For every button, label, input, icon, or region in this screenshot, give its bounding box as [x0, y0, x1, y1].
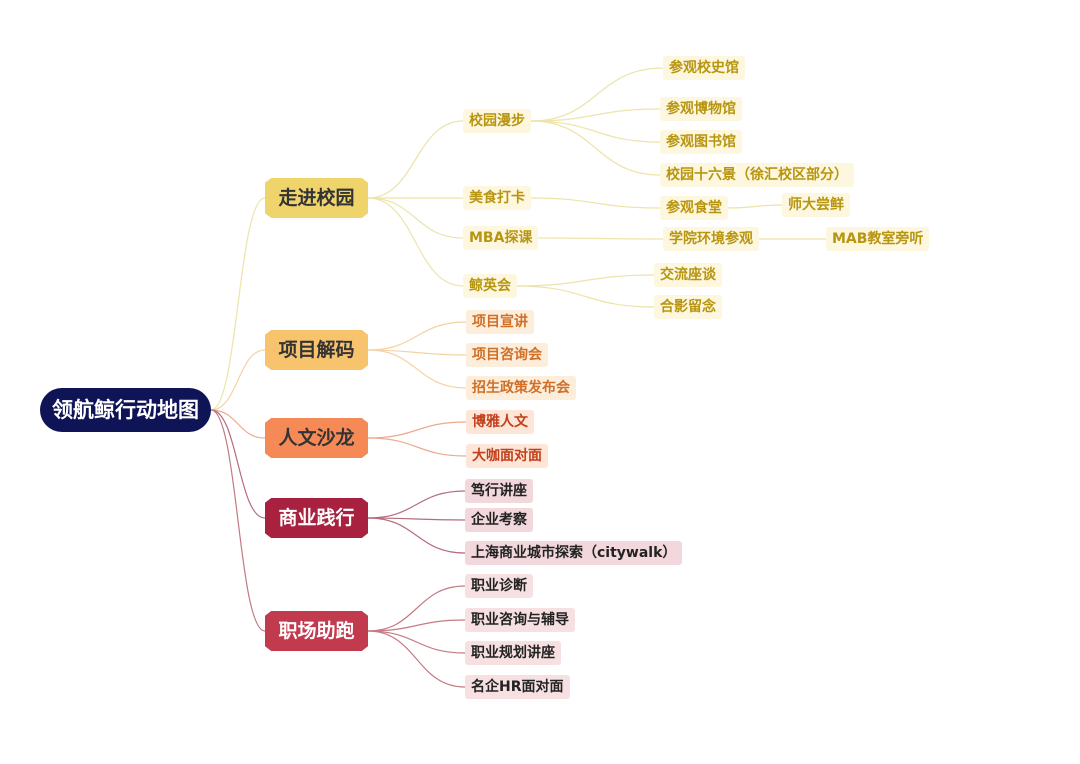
connector-line: [210, 197, 266, 411]
leaf-taste[interactable]: 师大尝鲜: [782, 193, 850, 217]
leaf-library[interactable]: 参观图书馆: [660, 130, 742, 154]
connector-line: [367, 321, 467, 351]
node-food[interactable]: 美食打卡: [463, 186, 531, 210]
leaf-discussion[interactable]: 交流座谈: [654, 263, 722, 287]
leaf-citywalk[interactable]: 上海商业城市探索（citywalk）: [465, 541, 683, 565]
connector-line: [516, 274, 655, 287]
connector-line: [367, 630, 466, 688]
node-mba-class[interactable]: MBA探课: [463, 226, 539, 250]
root-node[interactable]: 领航鲸行动地图: [40, 388, 211, 432]
connector-line: [367, 421, 467, 439]
connector-line: [367, 630, 466, 654]
leaf-program-talk[interactable]: 项目宣讲: [466, 310, 534, 334]
leaf-classroom-audit[interactable]: MAB教室旁听: [826, 227, 930, 251]
node-whale-meeting[interactable]: 鲸英会: [463, 274, 517, 298]
leaf-school-tour[interactable]: 学院环境参观: [663, 227, 759, 251]
connector-line: [530, 67, 664, 122]
leaf-program-consult[interactable]: 项目咨询会: [466, 343, 548, 367]
branch-program[interactable]: 项目解码: [265, 330, 368, 370]
connector-line: [210, 349, 266, 411]
leaf-sixteen-views[interactable]: 校园十六景（徐汇校区部分）: [660, 163, 854, 187]
branch-career[interactable]: 职场助跑: [265, 611, 368, 651]
branch-humanities[interactable]: 人文沙龙: [265, 418, 368, 458]
connector-line: [367, 197, 464, 287]
connector-line: [530, 197, 661, 209]
connector-line: [367, 349, 467, 356]
leaf-admission-policy[interactable]: 招生政策发布会: [466, 376, 576, 400]
connector-line: [530, 120, 661, 143]
connector-line: [210, 409, 266, 439]
leaf-career-diagnosis[interactable]: 职业诊断: [465, 574, 533, 598]
connector-line: [367, 517, 466, 521]
leaf-career-planning[interactable]: 职业规划讲座: [465, 641, 561, 665]
leaf-lecture[interactable]: 笃行讲座: [465, 479, 533, 503]
branch-campus[interactable]: 走进校园: [265, 178, 368, 218]
leaf-celebrity-talk[interactable]: 大咖面对面: [466, 444, 548, 468]
leaf-hr-meeting[interactable]: 名企HR面对面: [465, 675, 570, 699]
node-campus-walk[interactable]: 校园漫步: [463, 109, 531, 133]
leaf-canteen[interactable]: 参观食堂: [660, 196, 728, 220]
leaf-group-photo[interactable]: 合影留念: [654, 295, 722, 319]
leaf-museum[interactable]: 参观博物馆: [660, 97, 742, 121]
connector-line: [367, 585, 466, 632]
leaf-history-museum[interactable]: 参观校史馆: [663, 56, 745, 80]
leaf-humanities[interactable]: 博雅人文: [466, 410, 534, 434]
connector-line: [530, 108, 661, 122]
leaf-company-visit[interactable]: 企业考察: [465, 508, 533, 532]
connector-line: [516, 285, 655, 308]
connector-line: [367, 517, 466, 554]
connector-line: [210, 409, 266, 632]
connector-line: [367, 197, 464, 239]
connector-line: [367, 619, 466, 632]
connector-line: [367, 437, 467, 457]
branch-business[interactable]: 商业践行: [265, 498, 368, 538]
connector-line: [367, 490, 466, 519]
connector-line: [530, 120, 661, 176]
connector-line: [538, 237, 664, 240]
connector-line: [367, 120, 464, 199]
leaf-career-consult[interactable]: 职业咨询与辅导: [465, 608, 575, 632]
connector-line: [367, 349, 467, 389]
connector-line: [727, 204, 783, 209]
connector-line: [210, 409, 266, 519]
